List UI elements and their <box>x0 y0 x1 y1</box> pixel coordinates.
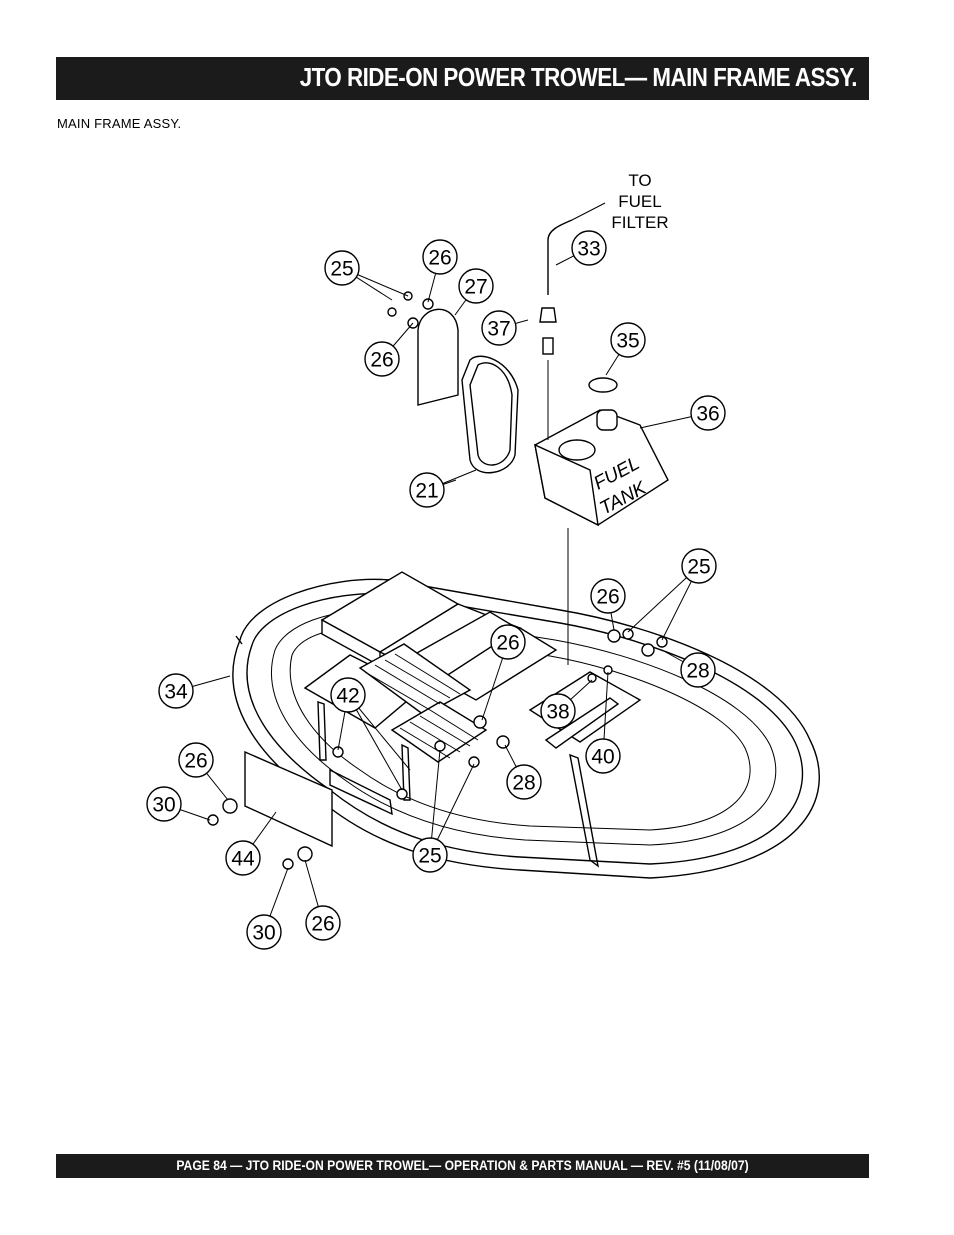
callout-25: 25 <box>412 837 448 873</box>
callout-37: 37 <box>481 310 517 346</box>
callout-label: 26 <box>370 349 393 372</box>
callout-label: 33 <box>577 238 600 261</box>
page-title: JTO RIDE-ON POWER TROWEL— MAIN FRAME ASS… <box>299 62 858 92</box>
callout-label: 40 <box>591 746 614 769</box>
callout-circle <box>409 472 445 508</box>
callout-25: 25 <box>681 548 717 584</box>
callout-circle <box>324 250 360 286</box>
callout-42: 42 <box>330 677 366 713</box>
callout-26: 26 <box>305 905 341 941</box>
callout-38: 38 <box>540 693 576 729</box>
callout-27: 27 <box>458 268 494 304</box>
callout-circle <box>225 840 261 876</box>
cover-plate <box>244 750 333 848</box>
callout-circle <box>690 395 726 431</box>
callout-21: 21 <box>409 472 445 508</box>
callout-label: 37 <box>487 318 510 341</box>
callout-label: 38 <box>546 701 569 724</box>
callout-circle <box>571 230 607 266</box>
callout-label: 42 <box>336 685 359 708</box>
fuel-tank: FUEL TANK <box>534 377 669 527</box>
callout-circle <box>422 239 458 275</box>
callout-label: 28 <box>512 772 535 795</box>
fuel-line <box>539 219 573 665</box>
callout-26: 26 <box>364 341 400 377</box>
callout-26: 26 <box>422 239 458 275</box>
callout-leader <box>347 694 403 791</box>
callout-circle <box>681 548 717 584</box>
callout-label: 26 <box>496 632 519 655</box>
callout-circle <box>146 786 182 822</box>
callout-28: 28 <box>506 764 542 800</box>
callout-28: 28 <box>680 652 716 688</box>
callout-circle <box>412 837 448 873</box>
note-line-2: FUEL <box>618 192 661 211</box>
callout-label: 26 <box>184 750 207 773</box>
callout-circle <box>680 652 716 688</box>
floor-plates <box>303 571 642 763</box>
callout-label: 28 <box>686 660 709 683</box>
callout-label: 36 <box>696 403 719 426</box>
callout-label: 35 <box>616 330 639 353</box>
callout-26: 26 <box>490 624 526 660</box>
callout-label: 26 <box>596 586 619 609</box>
note-line-1: TO <box>628 171 651 190</box>
callout-circle <box>458 268 494 304</box>
callout-26: 26 <box>590 578 626 614</box>
callout-26: 26 <box>178 742 214 778</box>
callout-label: 44 <box>231 848 255 871</box>
callout-circle <box>305 905 341 941</box>
callout-label: 26 <box>311 913 334 936</box>
callout-circle <box>610 322 646 358</box>
note-line-3: FILTER <box>611 213 668 232</box>
callout-40: 40 <box>585 738 621 774</box>
callout-34: 34 <box>158 673 194 709</box>
callout-label: 30 <box>252 922 275 945</box>
callout-label: 27 <box>464 276 487 299</box>
callout-circle <box>481 310 517 346</box>
callout-label: 30 <box>152 794 175 817</box>
callout-36: 36 <box>690 395 726 431</box>
callout-label: 25 <box>418 845 441 868</box>
callout-circle <box>330 677 366 713</box>
callout-circle <box>506 764 542 800</box>
fuel-filter-note: TO FUEL FILTER <box>571 171 669 232</box>
callout-circle <box>364 341 400 377</box>
hardware <box>207 291 668 870</box>
callout-33: 33 <box>571 230 607 266</box>
callout-30: 30 <box>246 914 282 950</box>
header-bar: JTO RIDE-ON POWER TROWEL— MAIN FRAME ASS… <box>56 57 869 100</box>
footer-text: PAGE 84 — JTO RIDE-ON POWER TROWEL— OPER… <box>176 1158 749 1173</box>
footer-bar: PAGE 84 — JTO RIDE-ON POWER TROWEL— OPER… <box>56 1154 869 1178</box>
diagram-subtitle: MAIN FRAME ASSY. <box>57 116 182 131</box>
callout-circle <box>246 914 282 950</box>
callout-group: 25 26 27 26 33 37 35 36 21 25 26 28 26 34 42 38 40 26 28 30… <box>146 230 726 950</box>
callout-44: 44 <box>225 840 261 876</box>
callout-circle <box>590 578 626 614</box>
callout-35: 35 <box>610 322 646 358</box>
callout-25: 25 <box>324 250 360 286</box>
callout-label: 25 <box>687 556 710 579</box>
callout-circle <box>540 693 576 729</box>
callout-circle <box>178 742 214 778</box>
callout-circle <box>490 624 526 660</box>
callout-30: 30 <box>146 786 182 822</box>
callout-label: 25 <box>330 258 353 281</box>
belt-guard <box>417 308 519 474</box>
callout-label: 21 <box>415 480 438 503</box>
callout-label: 34 <box>164 681 188 704</box>
callout-circle <box>585 738 621 774</box>
callout-circle <box>158 673 194 709</box>
callout-label: 26 <box>428 247 451 270</box>
